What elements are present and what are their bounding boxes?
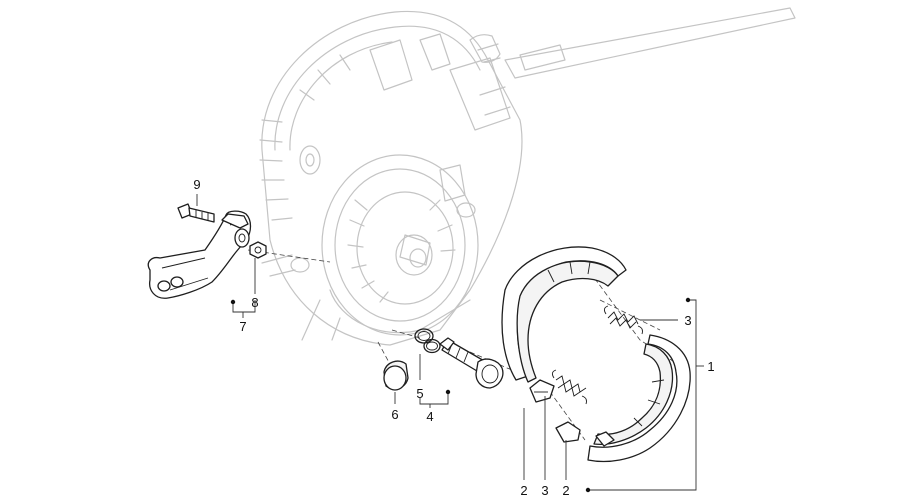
- callout-1: 1: [707, 359, 714, 374]
- callout-9: 9: [193, 177, 200, 192]
- callout-labels: 1 2 2 3 3 4 5 6 7 8 9: [193, 177, 714, 498]
- return-spring-lower: [551, 369, 587, 405]
- brake-lever-bracket: [147, 210, 252, 299]
- bolt: [177, 203, 215, 223]
- callout-3-upper: 3: [684, 313, 691, 328]
- callout-5: 5: [416, 386, 423, 401]
- brake-shoe-upper: [501, 246, 627, 383]
- brake-shoe-lower: [587, 334, 691, 463]
- assembly-centerlines: [247, 249, 691, 441]
- callout-3-lower: 3: [541, 483, 548, 498]
- callout-8: 8: [251, 295, 258, 310]
- shim-lower: [555, 421, 581, 443]
- callout-leaders: [196, 194, 704, 493]
- callout-7: 7: [239, 319, 246, 334]
- callout-6: 6: [391, 407, 398, 422]
- callout-2-left: 2: [520, 483, 527, 498]
- o-rings: [414, 328, 441, 354]
- lock-nut: [249, 241, 267, 259]
- callout-4: 4: [426, 409, 433, 424]
- brake-cam-shaft: [439, 337, 504, 389]
- callout-2-right: 2: [562, 483, 569, 498]
- dust-cap: [383, 360, 409, 391]
- return-spring-upper: [603, 305, 643, 335]
- shim-upper: [529, 379, 555, 403]
